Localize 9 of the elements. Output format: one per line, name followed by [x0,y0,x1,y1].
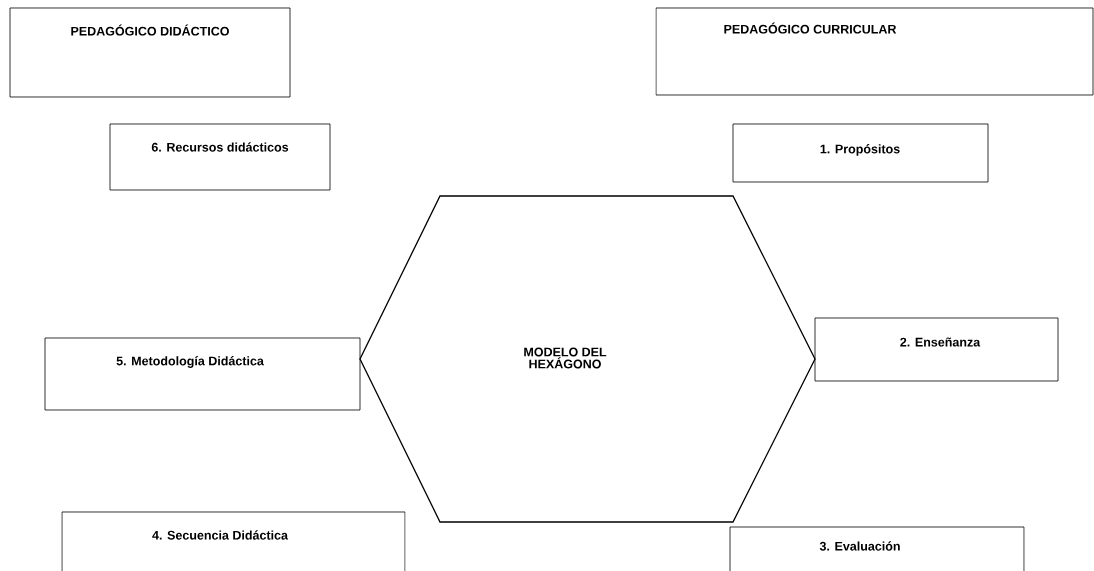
text-box: 1. Propósitos [732,123,989,183]
text-box: PEDAGÓGICO DIDÁCTICO [9,7,291,98]
text-box: PEDAGÓGICO CURRICULAR [655,7,1094,96]
hexagon: MODELO DEL HEXÁGONO [359,195,816,523]
text-box: 3. Evaluación [729,526,1025,571]
text-box: 5. Metodología Didáctica [44,337,361,411]
text-box: 6. Recursos didácticos [109,123,331,191]
text-box: 2. Enseñanza [814,317,1059,382]
text-box: 4. Secuencia Didáctica [61,511,406,571]
